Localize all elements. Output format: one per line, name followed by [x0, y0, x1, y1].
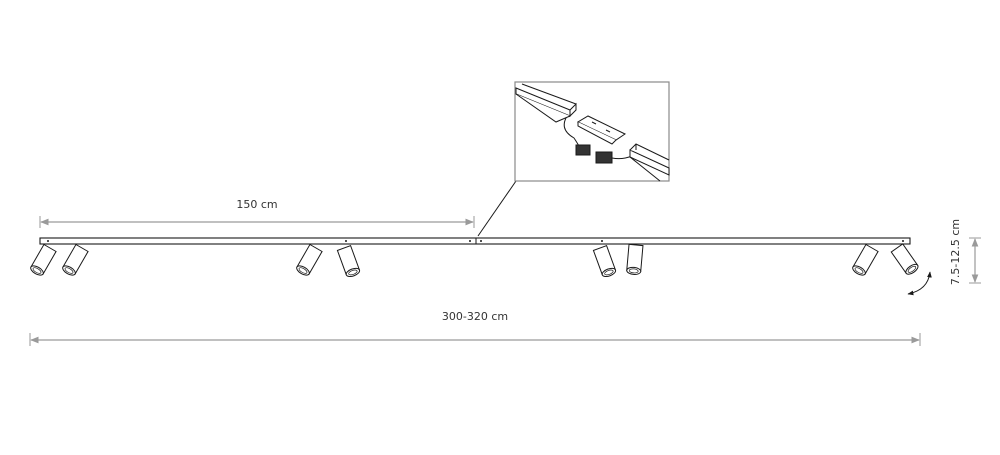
label-height: 7.5-12.5 cm — [949, 219, 962, 285]
tilt-rotation-arrow — [907, 271, 932, 296]
label-half-length: 150 cm — [236, 198, 277, 211]
spotlight-3 — [294, 244, 323, 278]
dimension-half-length: 150 cm — [39, 198, 475, 228]
dimension-height: 7.5-12.5 cm — [949, 219, 981, 285]
spotlight-7 — [850, 244, 879, 278]
spotlight-6 — [625, 243, 644, 276]
dimension-total-length: 300-320 cm — [29, 310, 921, 346]
spotlight-8 — [890, 243, 921, 277]
rail-end-left — [515, 83, 577, 123]
spotlight-1 — [28, 244, 57, 278]
spotlight-4 — [336, 245, 362, 279]
inset-leader-line — [477, 180, 517, 237]
spotlight-2 — [60, 244, 89, 278]
connector-detail-inset — [514, 81, 670, 182]
spotlight-5 — [592, 245, 618, 279]
rail-end-right — [629, 143, 670, 182]
label-total-length: 300-320 cm — [442, 310, 508, 323]
spotlights — [28, 243, 921, 279]
rail — [39, 237, 911, 245]
connector-plate — [576, 115, 627, 145]
